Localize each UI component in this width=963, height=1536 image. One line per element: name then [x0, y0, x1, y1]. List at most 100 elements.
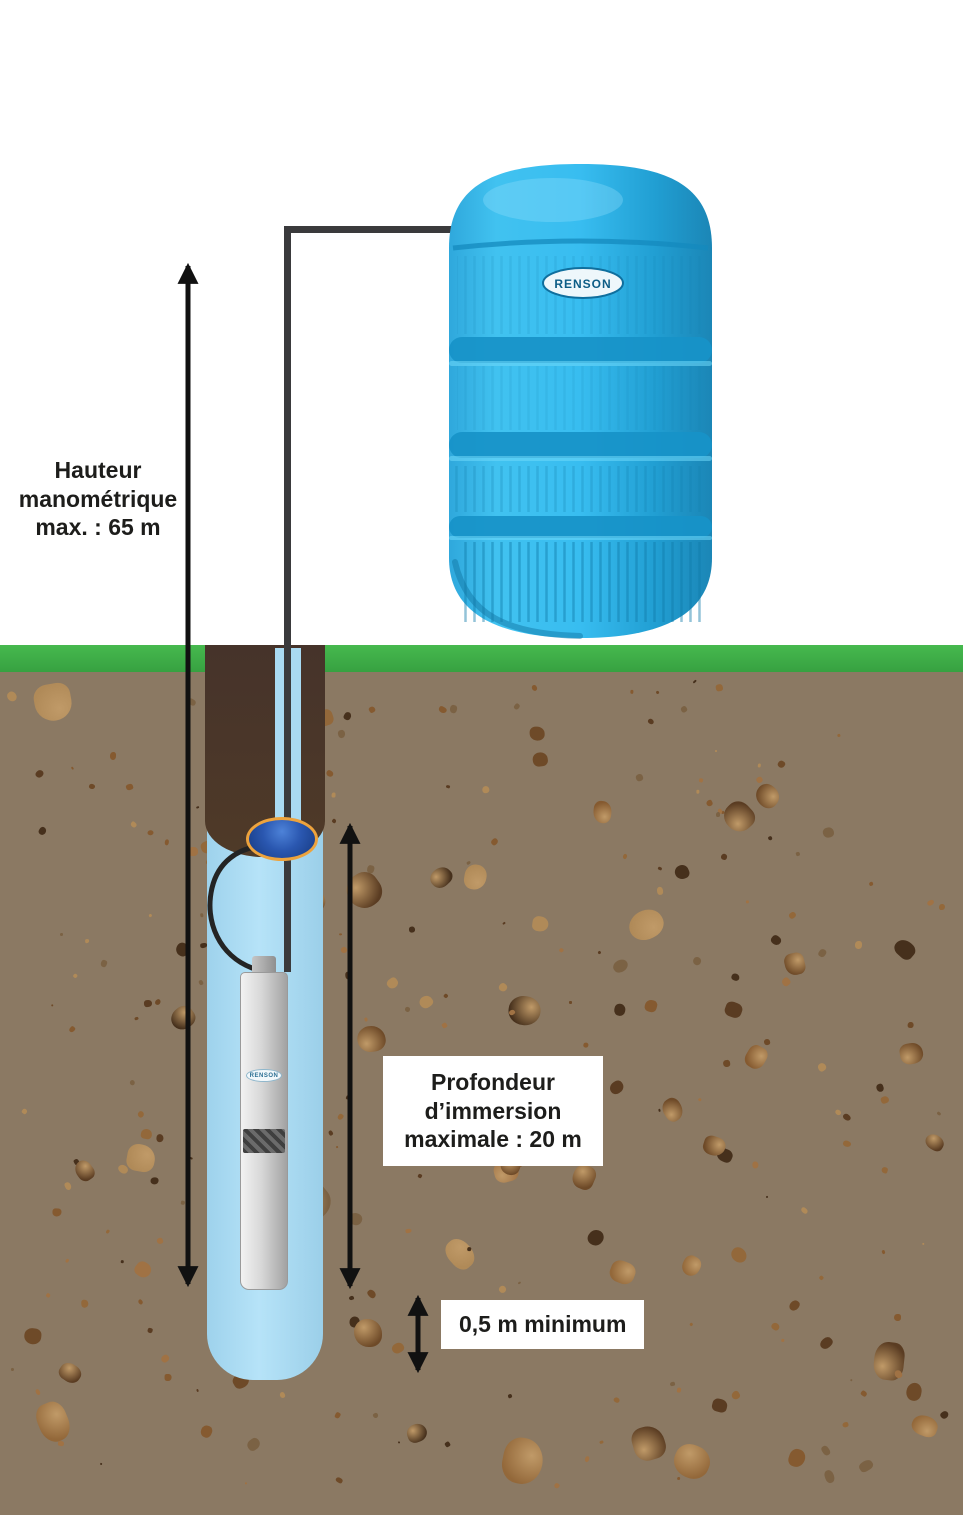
stone	[938, 1409, 950, 1421]
stone	[926, 898, 936, 907]
stone	[337, 729, 346, 739]
stone	[334, 1476, 343, 1485]
stone	[842, 1421, 850, 1429]
stone	[607, 1078, 626, 1097]
stone	[842, 1112, 853, 1123]
well-cap	[246, 817, 318, 861]
stone	[936, 1110, 942, 1116]
stone	[860, 1390, 868, 1398]
stone	[129, 1078, 137, 1087]
pump-body: RENSON	[240, 972, 288, 1290]
stone	[718, 796, 759, 838]
stone	[109, 751, 117, 760]
stone	[750, 779, 784, 813]
stone	[568, 1000, 572, 1004]
tank-logo	[542, 267, 624, 299]
stone	[592, 800, 613, 824]
stone	[507, 1393, 513, 1399]
immersion-depth-label: Profondeur d’immersion maximale : 20 m	[383, 1056, 603, 1166]
stone	[372, 1411, 380, 1419]
stone	[782, 950, 808, 977]
stone	[99, 1462, 103, 1466]
stone	[409, 926, 416, 933]
stone	[88, 783, 96, 790]
stone	[51, 1003, 54, 1007]
stone	[769, 933, 783, 947]
stone	[345, 971, 353, 981]
stone	[611, 956, 631, 975]
stone	[842, 1140, 852, 1149]
stone	[553, 1481, 561, 1489]
storage-tank: RENSON	[449, 164, 712, 639]
stone	[365, 1288, 378, 1301]
stone	[132, 1258, 155, 1281]
stone	[628, 1422, 670, 1465]
stone	[71, 972, 78, 979]
stone	[751, 1161, 759, 1170]
stone	[597, 950, 603, 955]
stone	[166, 1002, 200, 1035]
stone	[781, 1339, 784, 1343]
stone	[342, 711, 353, 722]
stone	[23, 1328, 43, 1346]
stone	[669, 1381, 675, 1387]
stone	[787, 1298, 802, 1313]
stone	[530, 684, 538, 692]
stone	[404, 1006, 412, 1013]
stone	[278, 1390, 286, 1399]
stone	[742, 1041, 771, 1072]
stone	[679, 1253, 705, 1279]
stone	[44, 1292, 51, 1299]
stone	[120, 1259, 125, 1264]
stone	[416, 1173, 423, 1179]
stone	[367, 705, 376, 714]
stone	[327, 1129, 334, 1137]
stone	[822, 1468, 836, 1484]
stone	[730, 972, 741, 982]
stone	[658, 1094, 687, 1125]
pump-intake-screen	[243, 1129, 285, 1153]
stone	[99, 959, 108, 968]
stone	[894, 1313, 902, 1322]
stone	[634, 773, 644, 783]
stone	[818, 1274, 824, 1281]
stone	[337, 1113, 346, 1122]
stone	[907, 1021, 914, 1029]
stone	[445, 784, 450, 789]
stone	[155, 1237, 164, 1246]
stone	[800, 1206, 809, 1215]
stone	[338, 932, 342, 936]
tank-rib-section	[459, 542, 702, 622]
stone	[30, 680, 74, 724]
stone	[517, 1281, 521, 1285]
stone	[70, 766, 75, 770]
stone	[599, 1440, 604, 1445]
stone	[442, 993, 449, 1000]
stone	[155, 1134, 164, 1143]
stone	[613, 1396, 621, 1404]
stone	[623, 903, 669, 947]
stone	[689, 1322, 694, 1327]
stone	[723, 999, 745, 1021]
stone	[776, 760, 786, 770]
stone	[714, 749, 717, 752]
pump-brand-label: RENSON	[246, 1069, 282, 1082]
stone	[583, 1042, 590, 1049]
stone	[10, 1367, 15, 1372]
stone	[346, 1095, 351, 1100]
stone	[490, 837, 499, 846]
tank-brand: RENSON	[554, 277, 611, 291]
stone	[795, 851, 801, 858]
stone	[340, 866, 388, 915]
stone	[656, 886, 663, 895]
stone	[697, 1097, 702, 1103]
stone	[816, 1061, 828, 1073]
stone	[244, 1436, 262, 1454]
stone	[481, 785, 490, 795]
stone	[710, 1397, 729, 1415]
stone	[569, 1161, 599, 1193]
stone	[85, 939, 90, 944]
stone	[817, 948, 827, 959]
stone	[755, 776, 764, 785]
